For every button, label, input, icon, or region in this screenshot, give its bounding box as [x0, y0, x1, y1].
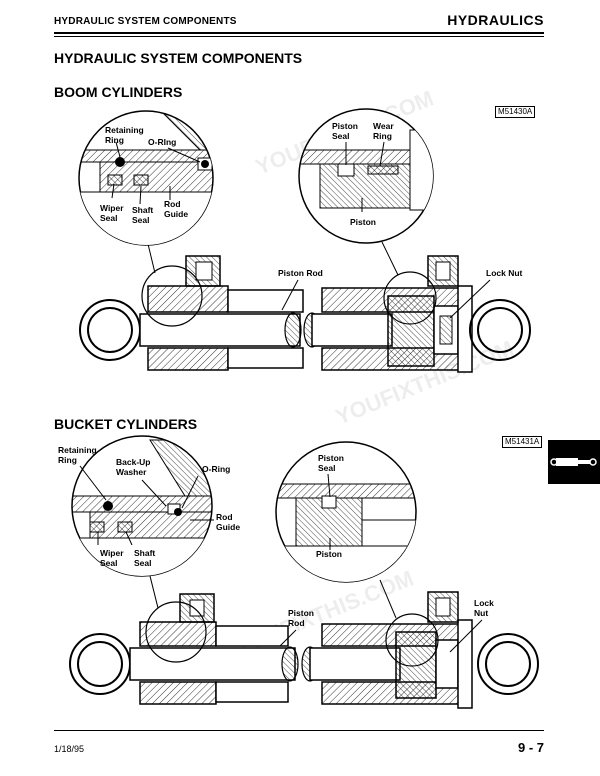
svg-text:Nut: Nut: [474, 608, 488, 618]
label-lock-nut: Lock Nut: [486, 268, 523, 278]
section-thumb-tab: [548, 440, 600, 484]
boom-piston-detail: Piston Seal Wear Ring Piston: [298, 108, 434, 244]
svg-text:Washer: Washer: [116, 467, 147, 477]
svg-text:Seal: Seal: [100, 213, 118, 223]
bucket-cylinder-assembly: [69, 575, 539, 709]
svg-text:Seal: Seal: [132, 215, 150, 225]
label-piston-seal: Piston: [332, 121, 358, 131]
hydraulic-cylinder-icon: [550, 458, 597, 466]
svg-text:Guide: Guide: [164, 209, 188, 219]
label-shaft-seal: Shaft: [132, 205, 153, 215]
svg-text:Guide: Guide: [216, 522, 240, 532]
label-piston: Piston: [350, 217, 376, 227]
bucket-figure-id: M51431A: [502, 436, 543, 448]
boom-cylinder-assembly: [79, 241, 531, 373]
boom-rod-guide-detail: Retaining Ring O-RIng Wiper Seal Shaft S…: [78, 110, 214, 246]
running-header-section: HYDRAULIC SYSTEM COMPONENTS: [54, 16, 237, 27]
label-piston: Piston: [316, 549, 342, 559]
label-o-ring: O-Ring: [202, 464, 230, 474]
boom-figure-id: M51430A: [495, 106, 536, 118]
label-retaining-ring: Retaining: [58, 445, 97, 455]
page-title: HYDRAULIC SYSTEM COMPONENTS: [54, 50, 303, 66]
label-piston-seal: Piston: [318, 453, 344, 463]
bucket-piston-detail: Piston Seal Piston: [275, 441, 417, 583]
label-piston-rod: Piston: [288, 608, 314, 618]
svg-text:Ring: Ring: [373, 131, 392, 141]
label-shaft-seal: Shaft: [134, 548, 155, 558]
label-rod-guide: Rod: [216, 512, 233, 522]
svg-text:Seal: Seal: [318, 463, 336, 473]
svg-text:Seal: Seal: [134, 558, 152, 568]
label-retaining-ring: Retaining: [105, 125, 144, 135]
page-number: 9 - 7: [517, 740, 544, 755]
label-lock-nut: Lock: [474, 598, 494, 608]
svg-text:Ring: Ring: [58, 455, 77, 465]
header-rule: [54, 32, 544, 34]
svg-text:Seal: Seal: [100, 558, 118, 568]
footer-date: 1/18/95: [54, 744, 85, 754]
bucket-heading: BUCKET CYLINDERS: [54, 416, 198, 432]
boom-heading: BOOM CYLINDERS: [54, 84, 183, 100]
label-wear-ring: Wear: [373, 121, 394, 131]
bucket-rod-guide-detail: Retaining Ring Back-Up Washer O-Ring Rod…: [58, 435, 240, 577]
svg-text:Seal: Seal: [332, 131, 350, 141]
svg-text:Rod: Rod: [288, 618, 305, 628]
label-o-ring: O-RIng: [148, 137, 176, 147]
svg-text:Ring: Ring: [105, 135, 124, 145]
label-piston-rod: Piston Rod: [278, 268, 323, 278]
footer-rule: [54, 730, 544, 731]
header-rule: [54, 36, 544, 37]
label-back-up-washer: Back-Up: [116, 457, 150, 467]
label-wiper-seal: Wiper: [100, 548, 124, 558]
running-header-chapter: HYDRAULICS: [447, 12, 544, 28]
label-rod-guide: Rod: [164, 199, 181, 209]
label-wiper-seal: Wiper: [100, 203, 124, 213]
